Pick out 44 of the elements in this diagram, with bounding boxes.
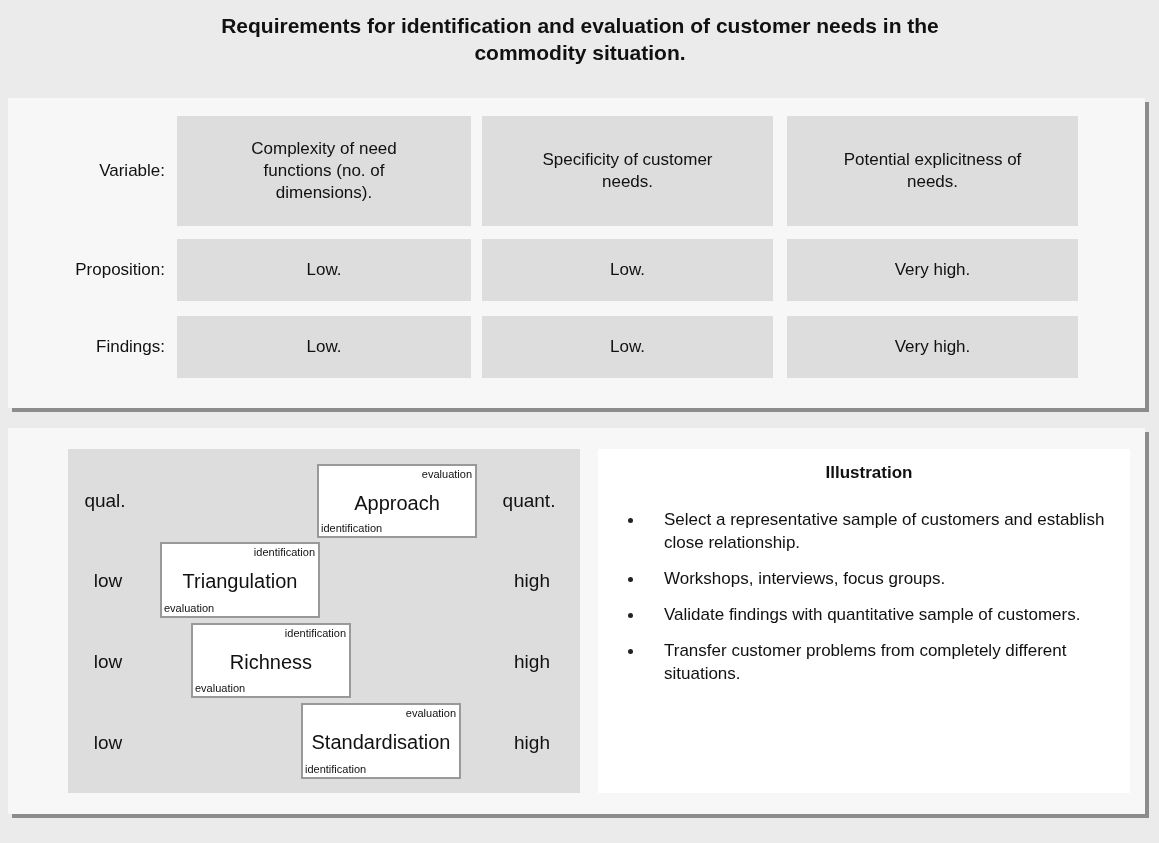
method-name: Approach <box>353 491 441 515</box>
label: high <box>514 732 550 752</box>
corner-label: identification <box>321 523 383 534</box>
label: high <box>514 651 550 671</box>
method-box <box>317 464 477 538</box>
method-name: Triangulation <box>181 569 299 593</box>
table-cell: Low. <box>482 316 773 378</box>
corner-label: identification <box>305 764 367 775</box>
label: low <box>93 732 123 752</box>
corner-label: evaluation <box>421 469 472 480</box>
label: Proposition: <box>75 261 165 278</box>
method-name: Richness <box>228 650 314 674</box>
table-cell: Low. <box>177 316 471 378</box>
bullet-text: Validate findings with quantitative sample of customers. <box>664 603 1081 626</box>
table-cell: Low. <box>177 239 471 301</box>
method-box <box>191 623 351 698</box>
label: high <box>514 570 550 590</box>
label: Findings: <box>96 338 165 355</box>
table-cell: Low. <box>482 239 773 301</box>
corner-label: evaluation <box>164 603 215 614</box>
bullet-text: Select a representative sample of customers and establish close relationship. <box>664 509 1106 554</box>
corner-label: identification <box>253 547 315 558</box>
panel-heading: Illustration <box>824 463 914 483</box>
table-cell: Very high. <box>787 239 1078 301</box>
bullet-text: Transfer customer problems from completely different situations. <box>664 639 1068 685</box>
corner-label: identification <box>284 628 346 639</box>
table-cell: Potential explicitness of needs. <box>787 116 1078 226</box>
chart-background <box>68 449 580 793</box>
label: qual. <box>84 490 126 510</box>
method-name: Standardisation <box>310 730 452 754</box>
illustration-panel <box>598 449 1130 793</box>
table-cell: Very high. <box>787 316 1078 378</box>
label: Variable: <box>99 162 165 179</box>
corner-label: evaluation <box>195 683 246 694</box>
table-cell: Complexity of need functions (no. of dimensions). <box>177 116 471 226</box>
bullet-text: Workshops, interviews, focus groups. <box>664 567 946 590</box>
label: low <box>93 570 123 590</box>
title: Requirements for identification and evaluation of customer needs in the commodity situation. <box>220 13 940 67</box>
label: low <box>93 651 123 671</box>
method-box <box>301 703 461 779</box>
method-box <box>160 542 320 618</box>
table-cell: Specificity of customer needs. <box>482 116 773 226</box>
label: quant. <box>502 490 556 510</box>
corner-label: evaluation <box>405 708 456 719</box>
